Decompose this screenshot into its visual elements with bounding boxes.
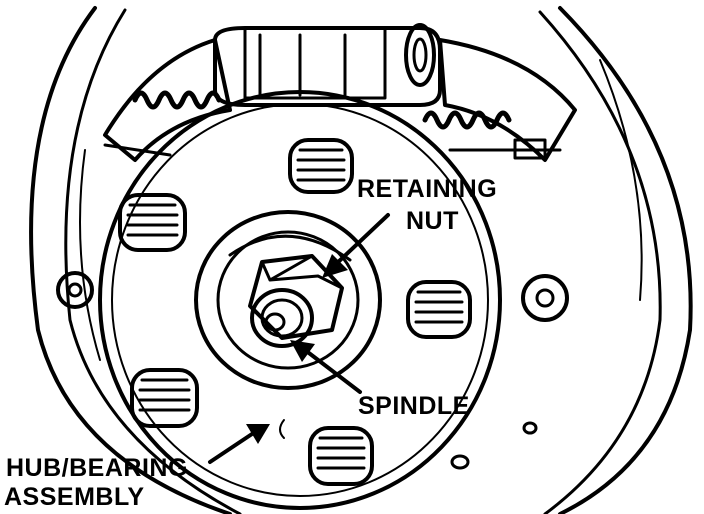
label-assembly: ASSEMBLY — [4, 483, 145, 511]
wheel-stud-right — [406, 280, 472, 339]
hub-center — [194, 210, 382, 390]
label-nut: NUT — [406, 207, 459, 235]
return-springs — [132, 90, 512, 130]
wheel-stud-upper-left — [118, 193, 187, 252]
retaining-nut-arrow — [333, 213, 390, 267]
wheel-stud-top — [288, 138, 354, 194]
wheel-stud-lower-left — [130, 368, 199, 428]
backing-plate — [29, 6, 693, 514]
spindle — [250, 288, 314, 348]
retaining-nut — [248, 254, 344, 340]
wheel-cylinder — [213, 23, 442, 107]
label-retaining: RETAINING — [357, 175, 497, 203]
hub-flange — [98, 90, 502, 510]
wheel-stud-bottom — [308, 426, 374, 486]
spindle-arrow — [303, 348, 362, 394]
label-hub-bearing: HUB/BEARING — [6, 454, 188, 482]
side-anchor-bolts — [56, 271, 569, 470]
label-spindle: SPINDLE — [358, 392, 470, 420]
wheel-studs — [118, 138, 472, 486]
leader-arrows — [208, 213, 390, 464]
hub-bearing-arrow — [208, 430, 257, 464]
